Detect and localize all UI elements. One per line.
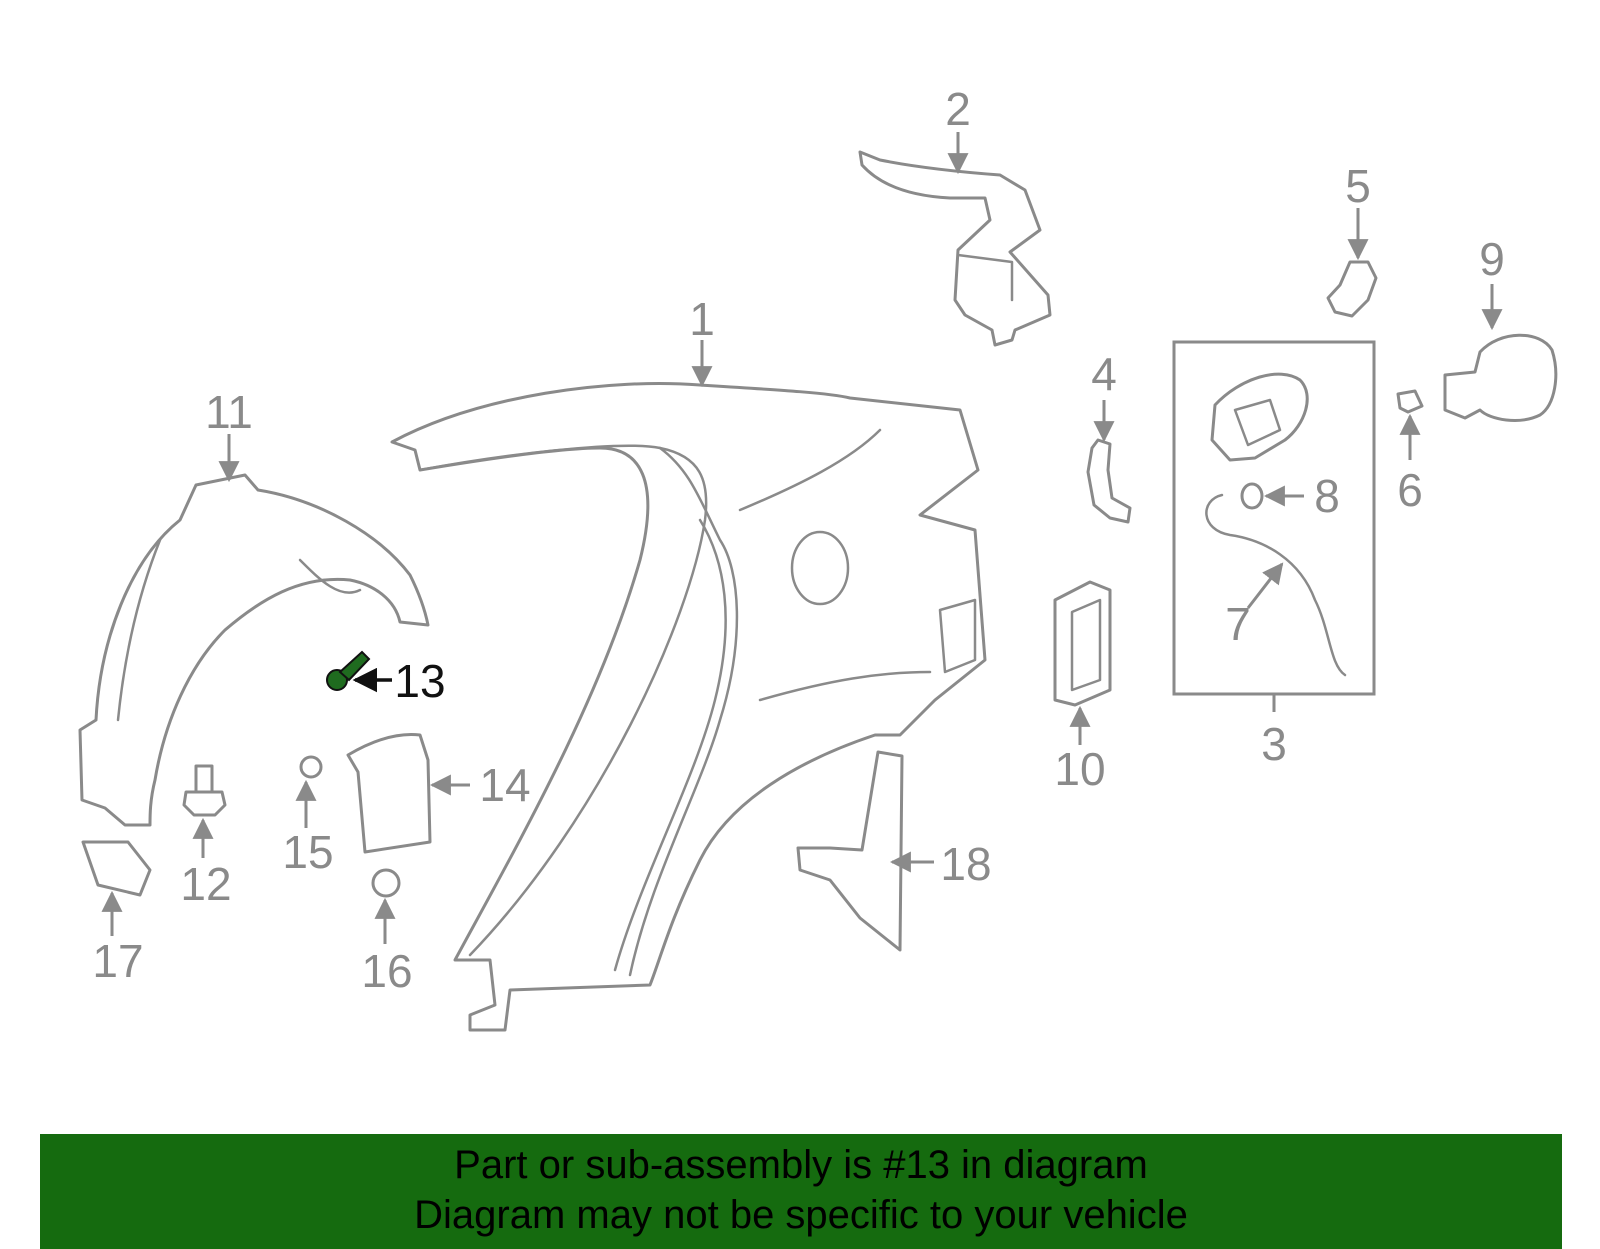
screw-13[interactable] [326, 650, 371, 691]
callout-15: 15 [282, 826, 333, 878]
callout-14: 14 [479, 759, 530, 811]
fuel-door-housing[interactable] [1210, 372, 1309, 462]
o-ring[interactable] [1240, 482, 1264, 510]
upper-bracket[interactable] [858, 150, 1052, 347]
callout-1: 1 [689, 293, 715, 345]
clip-strip[interactable] [1086, 438, 1132, 524]
callout-10: 10 [1054, 743, 1105, 795]
callout-5: 5 [1345, 160, 1371, 212]
quarter-panel[interactable] [390, 382, 987, 1032]
callout-3: 3 [1261, 718, 1287, 770]
callout-8: 8 [1314, 470, 1340, 522]
release-cable[interactable] [1205, 493, 1347, 677]
vent-grille[interactable] [1053, 580, 1112, 707]
callout-9: 9 [1479, 233, 1505, 285]
mud-flap-14[interactable] [346, 732, 432, 854]
bolt-12[interactable] [182, 764, 227, 817]
clip-16[interactable] [371, 868, 401, 898]
fuel-cap[interactable] [1443, 333, 1558, 422]
leader-lines [101, 132, 1503, 944]
splash-guard-18[interactable] [796, 750, 904, 952]
banner-line-2: Diagram may not be specific to your vehi… [414, 1193, 1188, 1237]
bracket-17[interactable] [81, 840, 152, 897]
callout-12: 12 [180, 858, 231, 910]
callout-17: 17 [92, 935, 143, 987]
callout-16: 16 [361, 945, 412, 997]
banner-line-1: Part or sub-assembly is #13 in diagram [454, 1143, 1148, 1187]
callout-2: 2 [945, 83, 971, 135]
callout-11: 11 [205, 386, 253, 438]
info-banner: Part or sub-assembly is #13 in diagram D… [40, 1134, 1562, 1249]
small-retainer[interactable] [1396, 389, 1424, 414]
callout-6: 6 [1397, 464, 1423, 516]
wheel-liner[interactable] [78, 473, 430, 827]
callout-18: 18 [940, 838, 991, 890]
callout-7: 7 [1225, 598, 1251, 650]
small-clip[interactable] [1326, 260, 1378, 318]
clip-15[interactable] [299, 755, 323, 779]
callout-4: 4 [1091, 348, 1117, 400]
callout-13: 13 [394, 655, 445, 707]
